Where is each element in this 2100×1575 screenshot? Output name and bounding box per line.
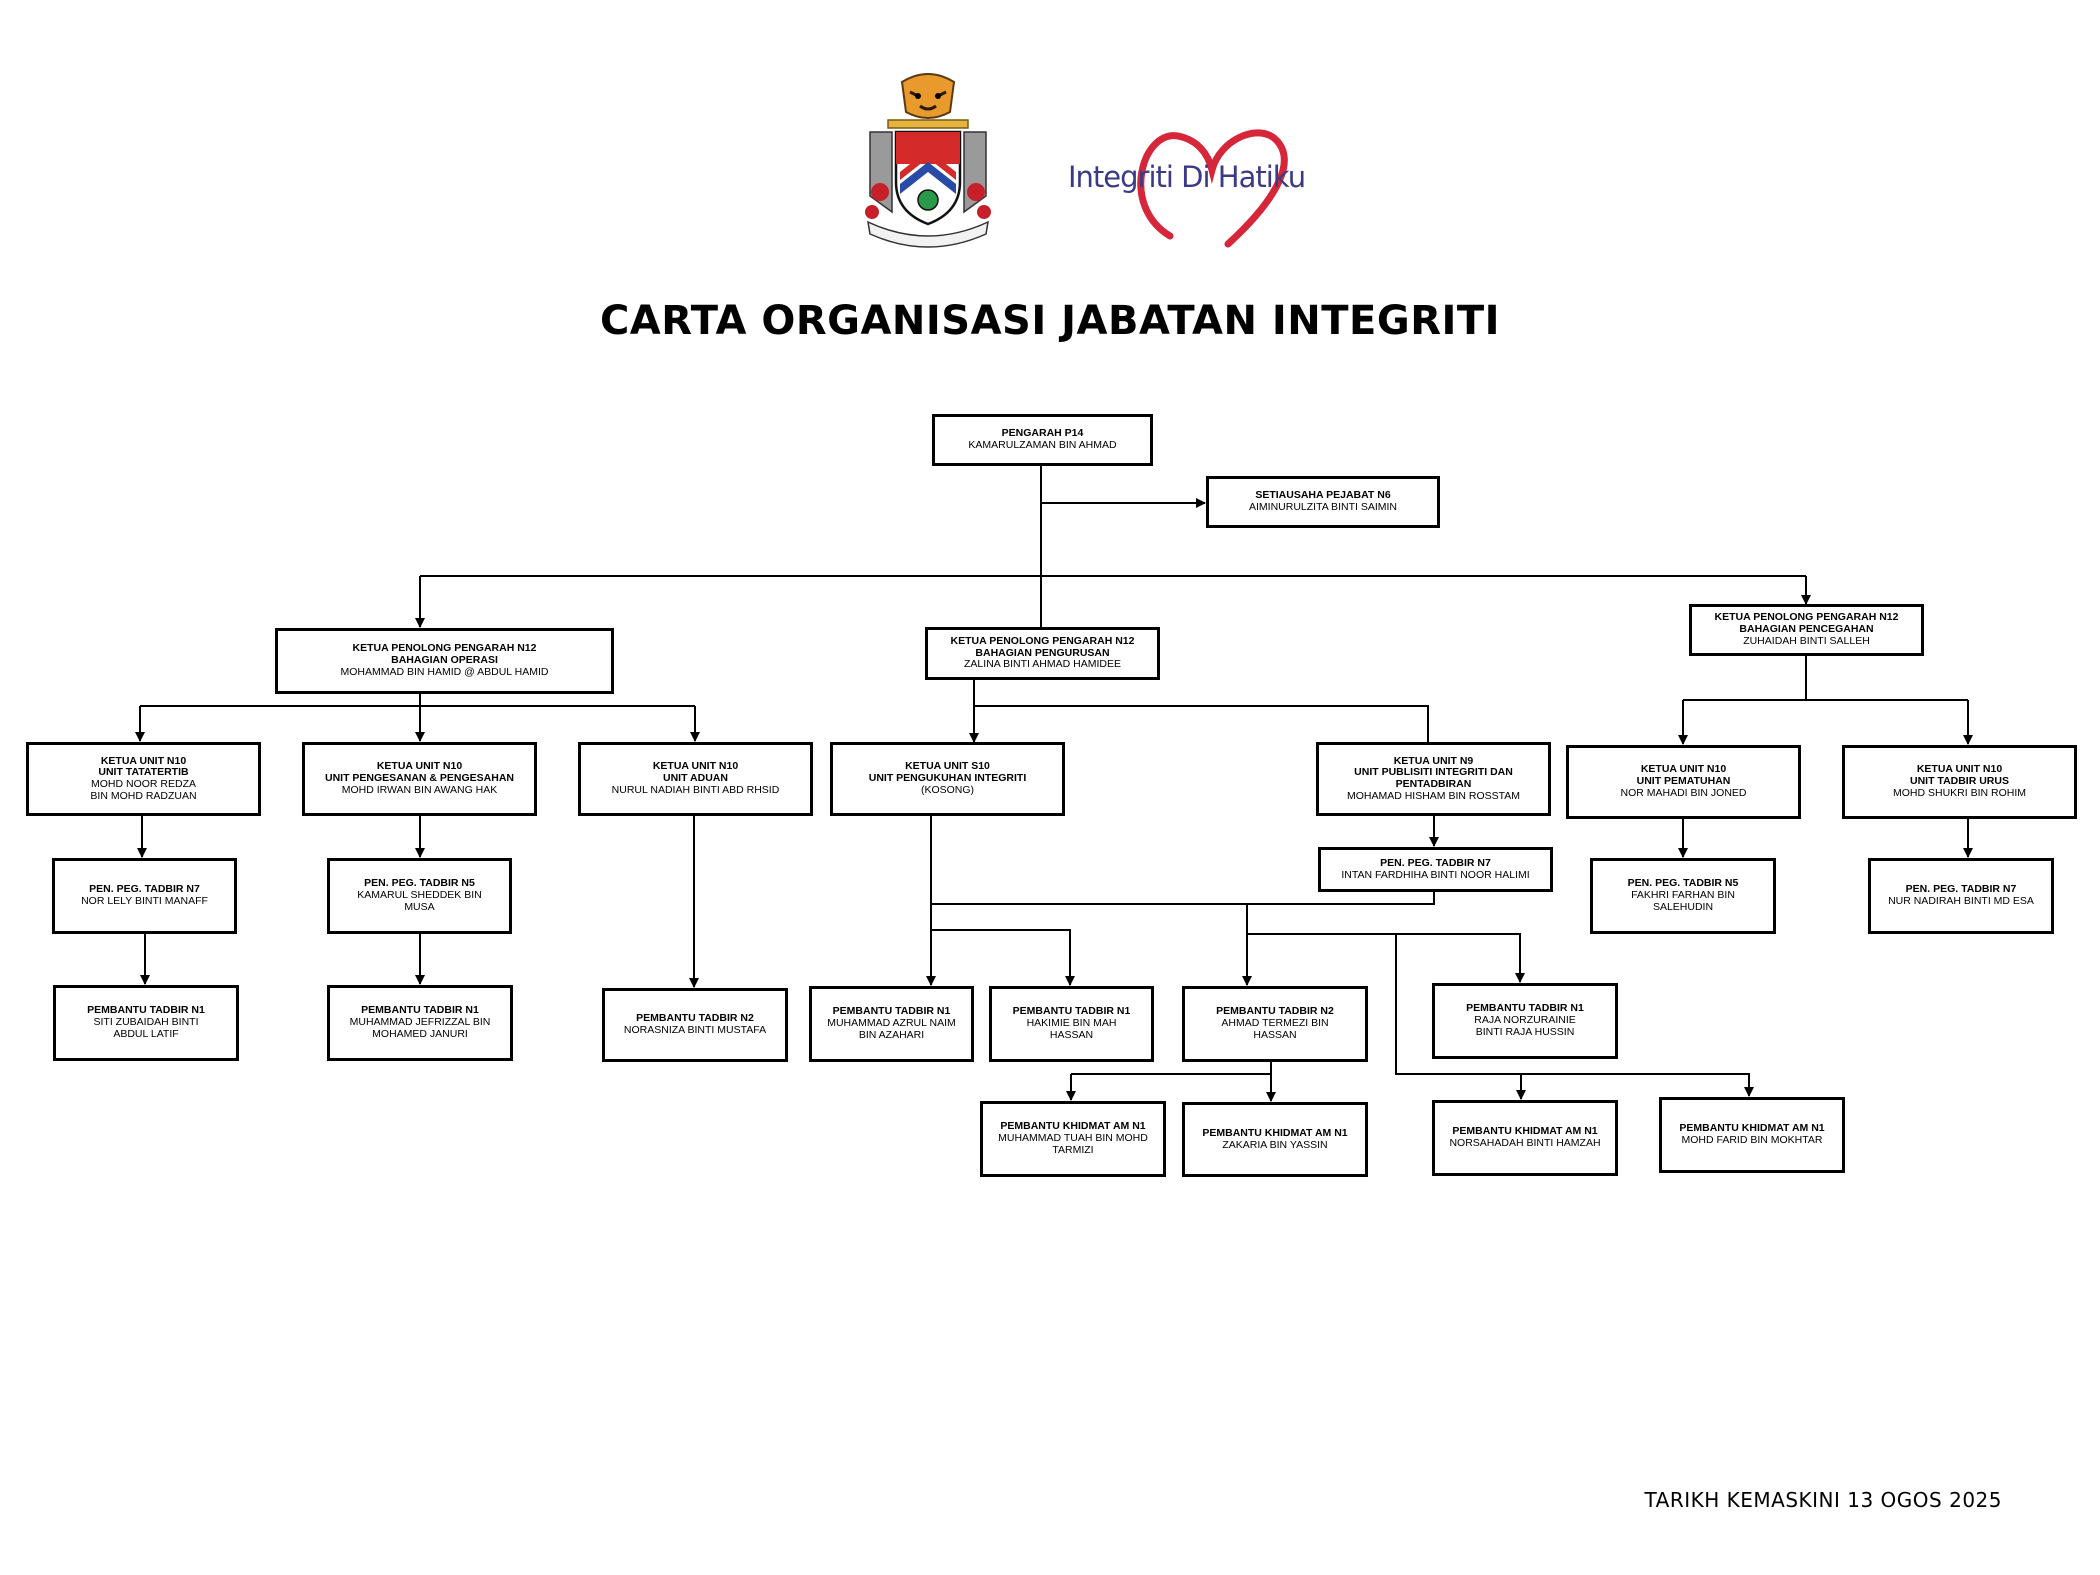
org-box-ku-publisiti: KETUA UNIT N9 UNIT PUBLISITI INTEGRITI D… <box>1316 742 1551 816</box>
org-box-kpp-pengurusan: KETUA PENOLONG PENGARAH N12 BAHAGIAN PEN… <box>925 627 1160 680</box>
slogan-text: Integriti Di Hatiku <box>1068 160 1306 194</box>
org-box-kpp-operasi: KETUA PENOLONG PENGARAH N12 BAHAGIAN OPE… <box>275 628 614 694</box>
org-box-ku-pengukuhan: KETUA UNIT S10 UNIT PENGUKUHAN INTEGRITI… <box>830 742 1065 816</box>
dbkl-coat-of-arms-icon <box>865 73 991 248</box>
org-box-ku-pengesanan: KETUA UNIT N10 UNIT PENGESANAN & PENGESA… <box>302 742 537 816</box>
update-date: TARIKH KEMASKINI 13 OGOS 2025 <box>1644 1488 2002 1512</box>
page-title: CARTA ORGANISASI JABATAN INTEGRITI <box>599 298 1501 344</box>
heart-outline-icon <box>1137 129 1288 248</box>
integriti-di-hatiku-logo: Integriti Di Hatiku <box>1060 118 1310 248</box>
org-box-kpp-pencegahan: KETUA PENOLONG PENGARAH N12 BAHAGIAN PEN… <box>1689 604 1924 656</box>
